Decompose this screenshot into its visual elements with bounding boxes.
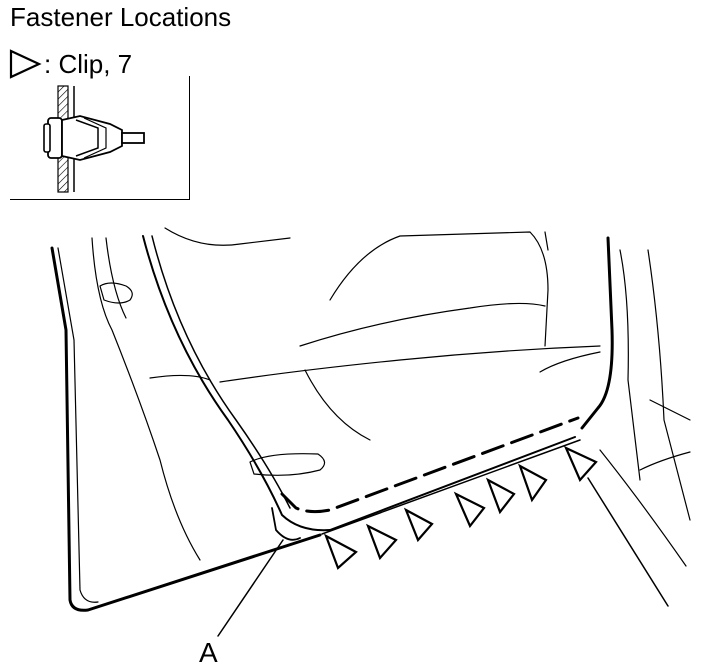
clip-marker: [403, 507, 434, 543]
clip-marker: [563, 445, 598, 483]
legend-label: : Clip, 7: [44, 49, 133, 79]
diagram-title: Fastener Locations: [10, 2, 232, 32]
legend: : Clip, 7: [8, 46, 132, 82]
door-frame-right: [580, 236, 614, 430]
clip-marker: [485, 477, 516, 515]
sill-recess: [249, 453, 326, 476]
sill-trim-hidden-edge: [280, 416, 580, 514]
clip-marker: [365, 523, 398, 561]
callout-leader-line: [217, 539, 284, 637]
clip-pin: [121, 132, 145, 144]
triangle-outline-icon: [8, 48, 42, 80]
door-frame-outer: [50, 246, 322, 612]
pillar-handle-recess: [99, 282, 133, 304]
clip-marker: [323, 533, 358, 570]
clip-body: [61, 115, 123, 161]
clip-marker: [518, 463, 548, 503]
callout-label-a: A: [199, 637, 218, 668]
clip-marker: [453, 491, 486, 529]
door-weatherstrip: [142, 235, 576, 532]
clip-detail-inset: [10, 76, 190, 200]
